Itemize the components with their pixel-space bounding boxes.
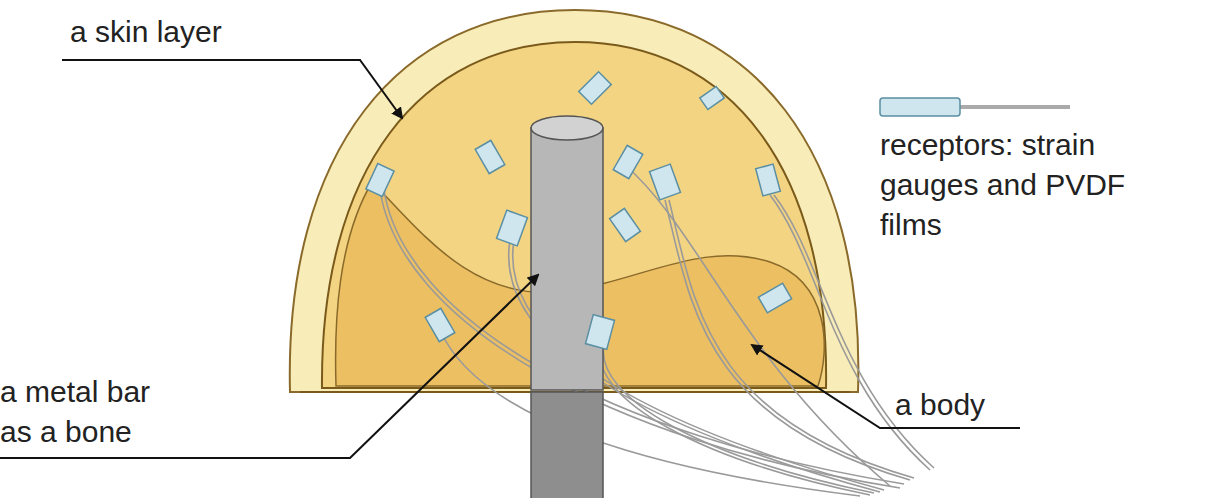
leader-lines	[0, 60, 1020, 458]
part-label: a body	[895, 385, 1055, 425]
legend-text: receptors: strain gauges and PVDF films	[880, 125, 1180, 245]
metal-bar	[531, 128, 603, 390]
wires	[380, 165, 934, 496]
receptors	[366, 72, 792, 350]
skin-layer	[290, 10, 859, 392]
part-label: a skin layer	[70, 12, 390, 52]
bar-top	[531, 116, 603, 140]
legend-sample	[880, 98, 1070, 116]
part-label: a metal bar as a bone	[0, 372, 175, 452]
metal-bar-lower	[531, 392, 603, 498]
